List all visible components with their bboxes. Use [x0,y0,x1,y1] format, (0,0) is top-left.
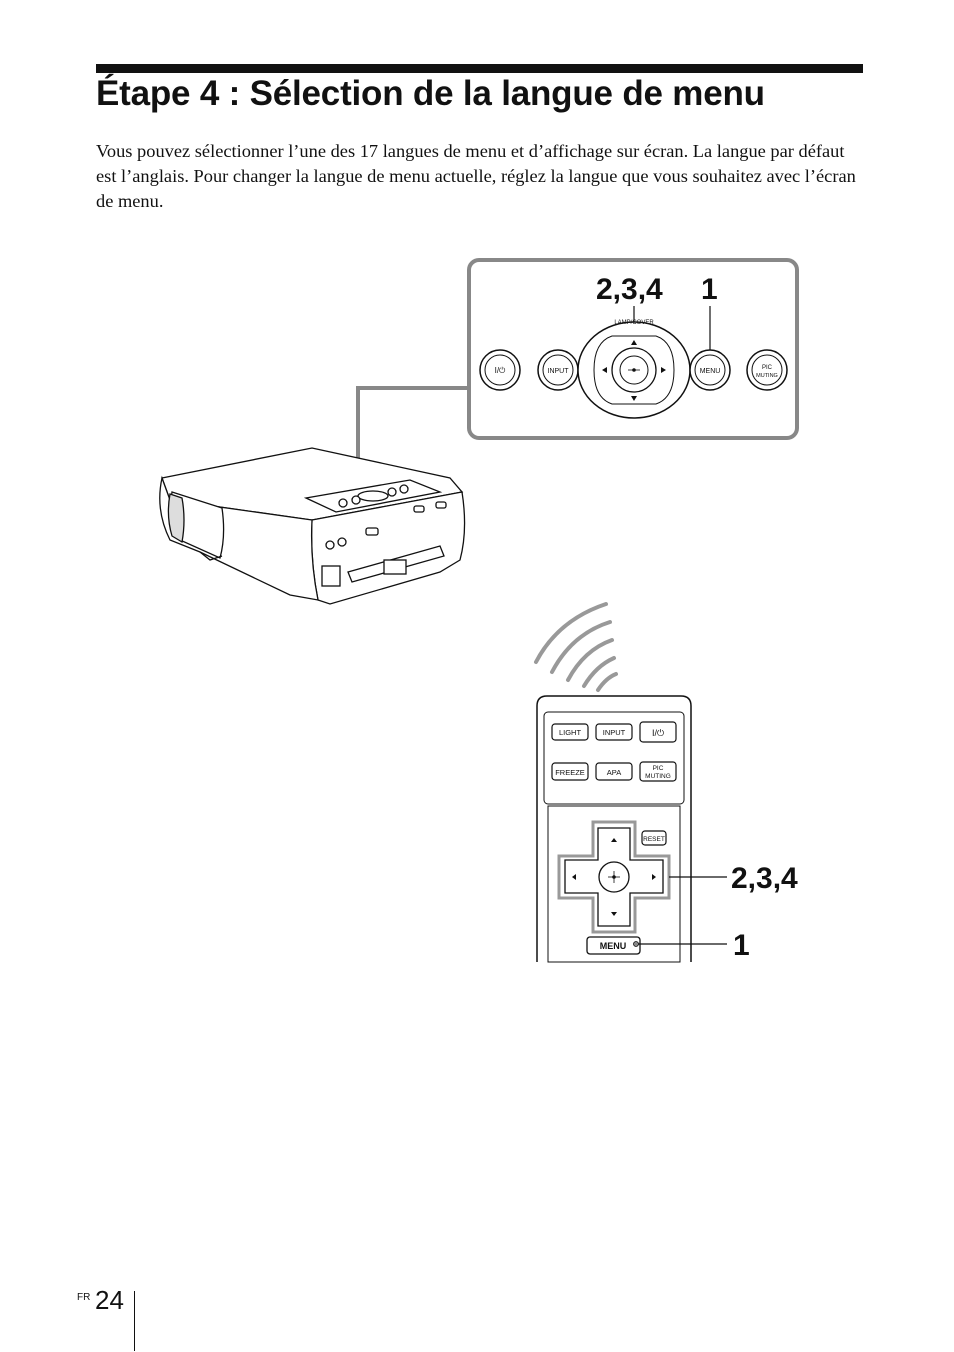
remote-light-label: LIGHT [559,728,582,737]
remote-menu-button[interactable]: MENU [586,936,641,955]
infrared-waves-icon [534,602,618,692]
lamp-cover-label: LAMP/COVER [614,320,654,326]
panel-menu-button[interactable]: MENU [689,349,731,391]
remote-callout-234: 2,3,4 [731,862,798,895]
remote-left-arrow-icon [572,874,576,880]
remote-power-button[interactable]: I/⏻ [639,721,677,743]
remote-apa-button[interactable]: APA [595,762,633,781]
remote-input-label: INPUT [603,728,626,737]
remote-muting-label: MUTING [645,773,671,780]
remote-dpad-highlight [557,820,671,934]
remote-right-arrow-icon [652,874,656,880]
left-arrow-icon [602,367,607,373]
intro-paragraph: Vous pouvez sélectionner l’une des 17 la… [96,141,856,211]
panel-power-label: I/⏻ [495,366,506,375]
remote-apa-label: APA [607,768,621,777]
panel-pic-label: PIC [762,365,773,371]
remote-direction-pad[interactable] [564,827,664,927]
down-arrow-icon [631,396,637,401]
panel-callout-234: 2,3,4 [596,273,663,306]
remote-pic-label: PIC [653,765,664,772]
remote-pic-muting-button[interactable]: PIC MUTING [639,761,677,782]
right-arrow-icon [661,367,666,373]
title-rule [96,64,863,73]
panel-muting-label: MUTING [756,373,778,379]
projector-illustration [159,447,466,605]
remote-down-arrow-icon [611,912,617,916]
panel-callout-1: 1 [701,273,718,306]
panel-input-button[interactable]: INPUT [537,349,579,391]
panel-menu-label: MENU [700,368,721,375]
remote-light-button[interactable]: LIGHT [551,723,589,741]
panel-pic-muting-button[interactable]: PIC MUTING [746,349,788,391]
panel-power-button[interactable]: I/⏻ [479,349,521,391]
remote-control: LIGHT INPUT I/⏻ FREEZE APA PIC MUTING RE… [536,695,798,963]
footer-language: FR [77,1292,91,1303]
remote-up-arrow-icon [611,838,617,842]
footer-divider [134,1291,135,1351]
up-arrow-icon [631,340,637,345]
remote-power-label: I/⏻ [652,728,664,738]
page-title: Étape 4 : Sélection de la langue de menu [96,74,765,113]
remote-freeze-label: FREEZE [555,768,585,777]
panel-input-label: INPUT [548,368,570,375]
remote-input-button[interactable]: INPUT [595,723,633,741]
remote-reset-button[interactable]: RESET [641,830,667,846]
panel-direction-pad[interactable]: LAMP/COVER [577,320,691,419]
remote-reset-label: RESET [643,836,665,843]
remote-callout-1: 1 [733,929,750,962]
projector-panel-callout: 2,3,4 1 I/⏻ INPUT LAMP/COVER [356,258,799,488]
remote-menu-label: MENU [600,941,627,951]
remote-freeze-button[interactable]: FREEZE [551,762,589,781]
page-number: 24 [95,1285,124,1315]
